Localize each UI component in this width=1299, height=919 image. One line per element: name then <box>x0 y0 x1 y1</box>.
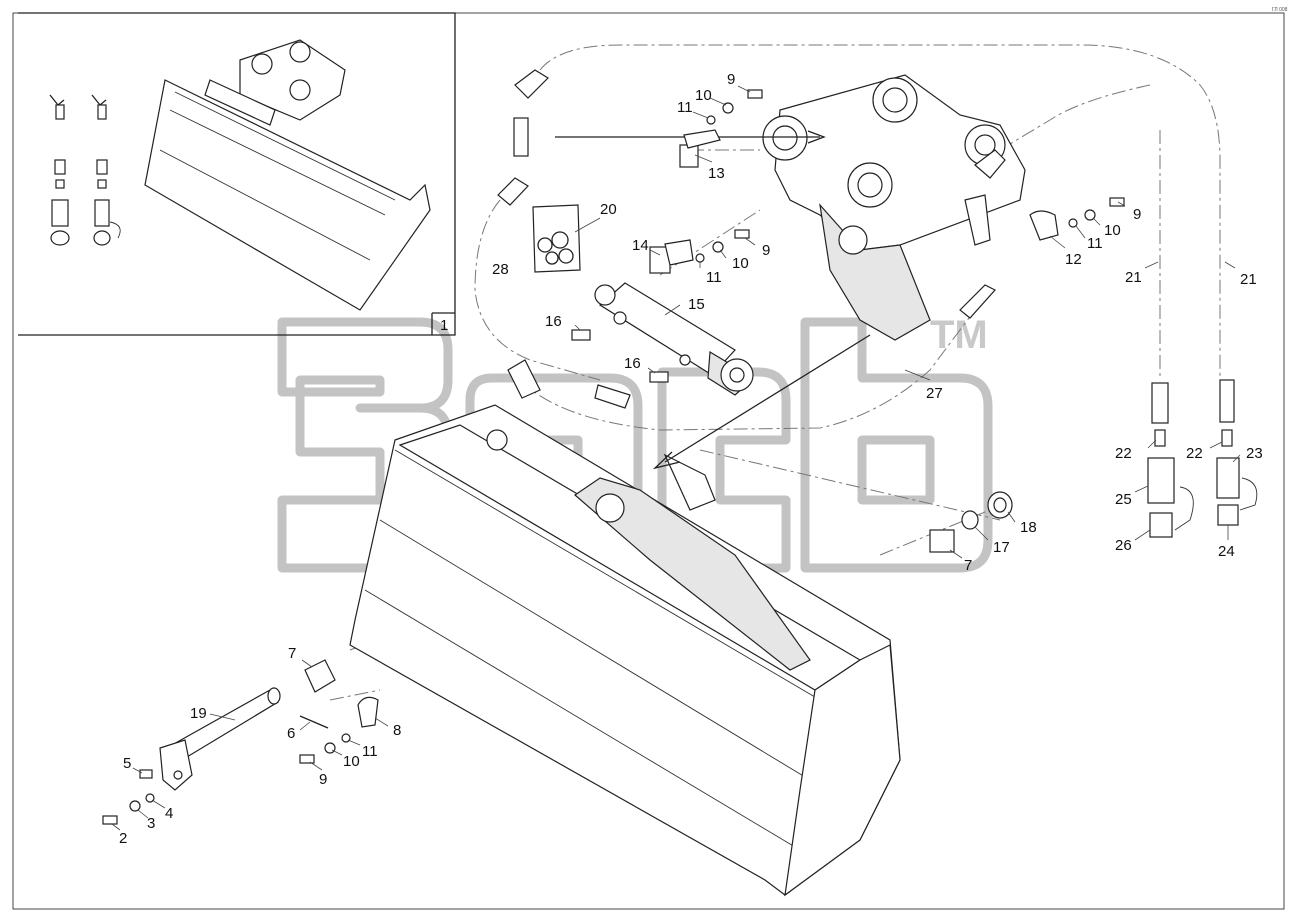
inset-callout-label: 1 <box>440 317 448 334</box>
pin-12 <box>1029 210 1059 241</box>
callout-10: 10 <box>695 87 712 104</box>
inset-frame <box>18 12 456 336</box>
elbow-fittings-27 <box>507 284 996 409</box>
callout-27: 27 <box>926 385 943 402</box>
callout-11: 11 <box>677 99 693 116</box>
sheet-border <box>12 12 1285 910</box>
callout-9: 9 <box>319 771 327 788</box>
hardware-mid-9-10-11 <box>695 229 750 263</box>
split-pin-6 <box>299 715 329 729</box>
callout-labels: 9 10 11 13 20 14 9 10 11 15 16 16 28 27 … <box>119 71 1263 847</box>
quick-coupler <box>762 74 1026 341</box>
hardware-right-9-10-11 <box>1068 197 1125 228</box>
assembly-arrow-bucket <box>652 334 871 470</box>
main-bucket <box>349 404 901 897</box>
callout-26: 26 <box>1115 537 1132 554</box>
callout-2: 2 <box>119 830 127 847</box>
bushing-7-right <box>929 529 955 553</box>
bushing-18 <box>987 491 1013 519</box>
callout-6: 6 <box>287 725 295 742</box>
callout-28: 28 <box>492 261 509 278</box>
inset-bucket <box>144 39 431 311</box>
hydraulic-cylinder <box>594 282 754 396</box>
callout-11: 11 <box>1087 235 1103 252</box>
callout-8: 8 <box>393 722 401 739</box>
callout-22: 22 <box>1115 445 1132 462</box>
callout-24: 24 <box>1218 543 1235 560</box>
inset-panel: 1 <box>18 12 456 336</box>
corner-mark: ГЛ 008 <box>1272 7 1288 13</box>
callout-15: 15 <box>688 296 705 313</box>
inset-hose-right <box>91 94 121 246</box>
hose-fittings-28 <box>497 69 549 206</box>
coupling-assembly-left <box>1147 382 1194 538</box>
leader-lines <box>111 85 1241 831</box>
inset-hose-left <box>49 94 70 246</box>
hardware-top-9-10-11 <box>706 89 763 125</box>
seal-kit-bag <box>532 204 581 273</box>
callout-7: 7 <box>964 557 972 574</box>
callout-9: 9 <box>762 242 770 259</box>
callout-9: 9 <box>727 71 735 88</box>
callout-5: 5 <box>123 755 131 772</box>
callout-7: 7 <box>288 645 296 662</box>
bushing-7-left <box>304 659 336 693</box>
coupling-assembly-right <box>1216 379 1258 526</box>
callout-25: 25 <box>1115 491 1132 508</box>
callout-18: 18 <box>1020 519 1037 536</box>
pin-13 <box>679 129 721 168</box>
callout-11: 11 <box>706 269 722 286</box>
callout-23: 23 <box>1246 445 1263 462</box>
callout-10: 10 <box>1104 222 1121 239</box>
fittings-16 <box>571 329 669 383</box>
callout-22: 22 <box>1186 445 1203 462</box>
callout-13: 13 <box>708 165 725 182</box>
callout-20: 20 <box>600 201 617 218</box>
callout-19: 19 <box>190 705 207 722</box>
callout-16: 16 <box>545 313 562 330</box>
callout-12: 12 <box>1065 251 1082 268</box>
callout-3: 3 <box>147 815 155 832</box>
lock-plate-8 <box>357 696 379 728</box>
callout-16: 16 <box>624 355 641 372</box>
callout-17: 17 <box>993 539 1010 556</box>
callout-9: 9 <box>1133 206 1141 223</box>
callout-11: 11 <box>362 743 378 760</box>
washer-17 <box>961 510 979 530</box>
watermark-trademark: TM <box>930 313 988 357</box>
callout-10: 10 <box>732 255 749 272</box>
callout-14: 14 <box>632 237 649 254</box>
callout-10: 10 <box>343 753 360 770</box>
callout-4: 4 <box>165 805 173 822</box>
pin-19 <box>159 687 281 791</box>
pin-14 <box>649 239 694 274</box>
callout-21: 21 <box>1240 271 1257 288</box>
callout-21: 21 <box>1125 269 1142 286</box>
